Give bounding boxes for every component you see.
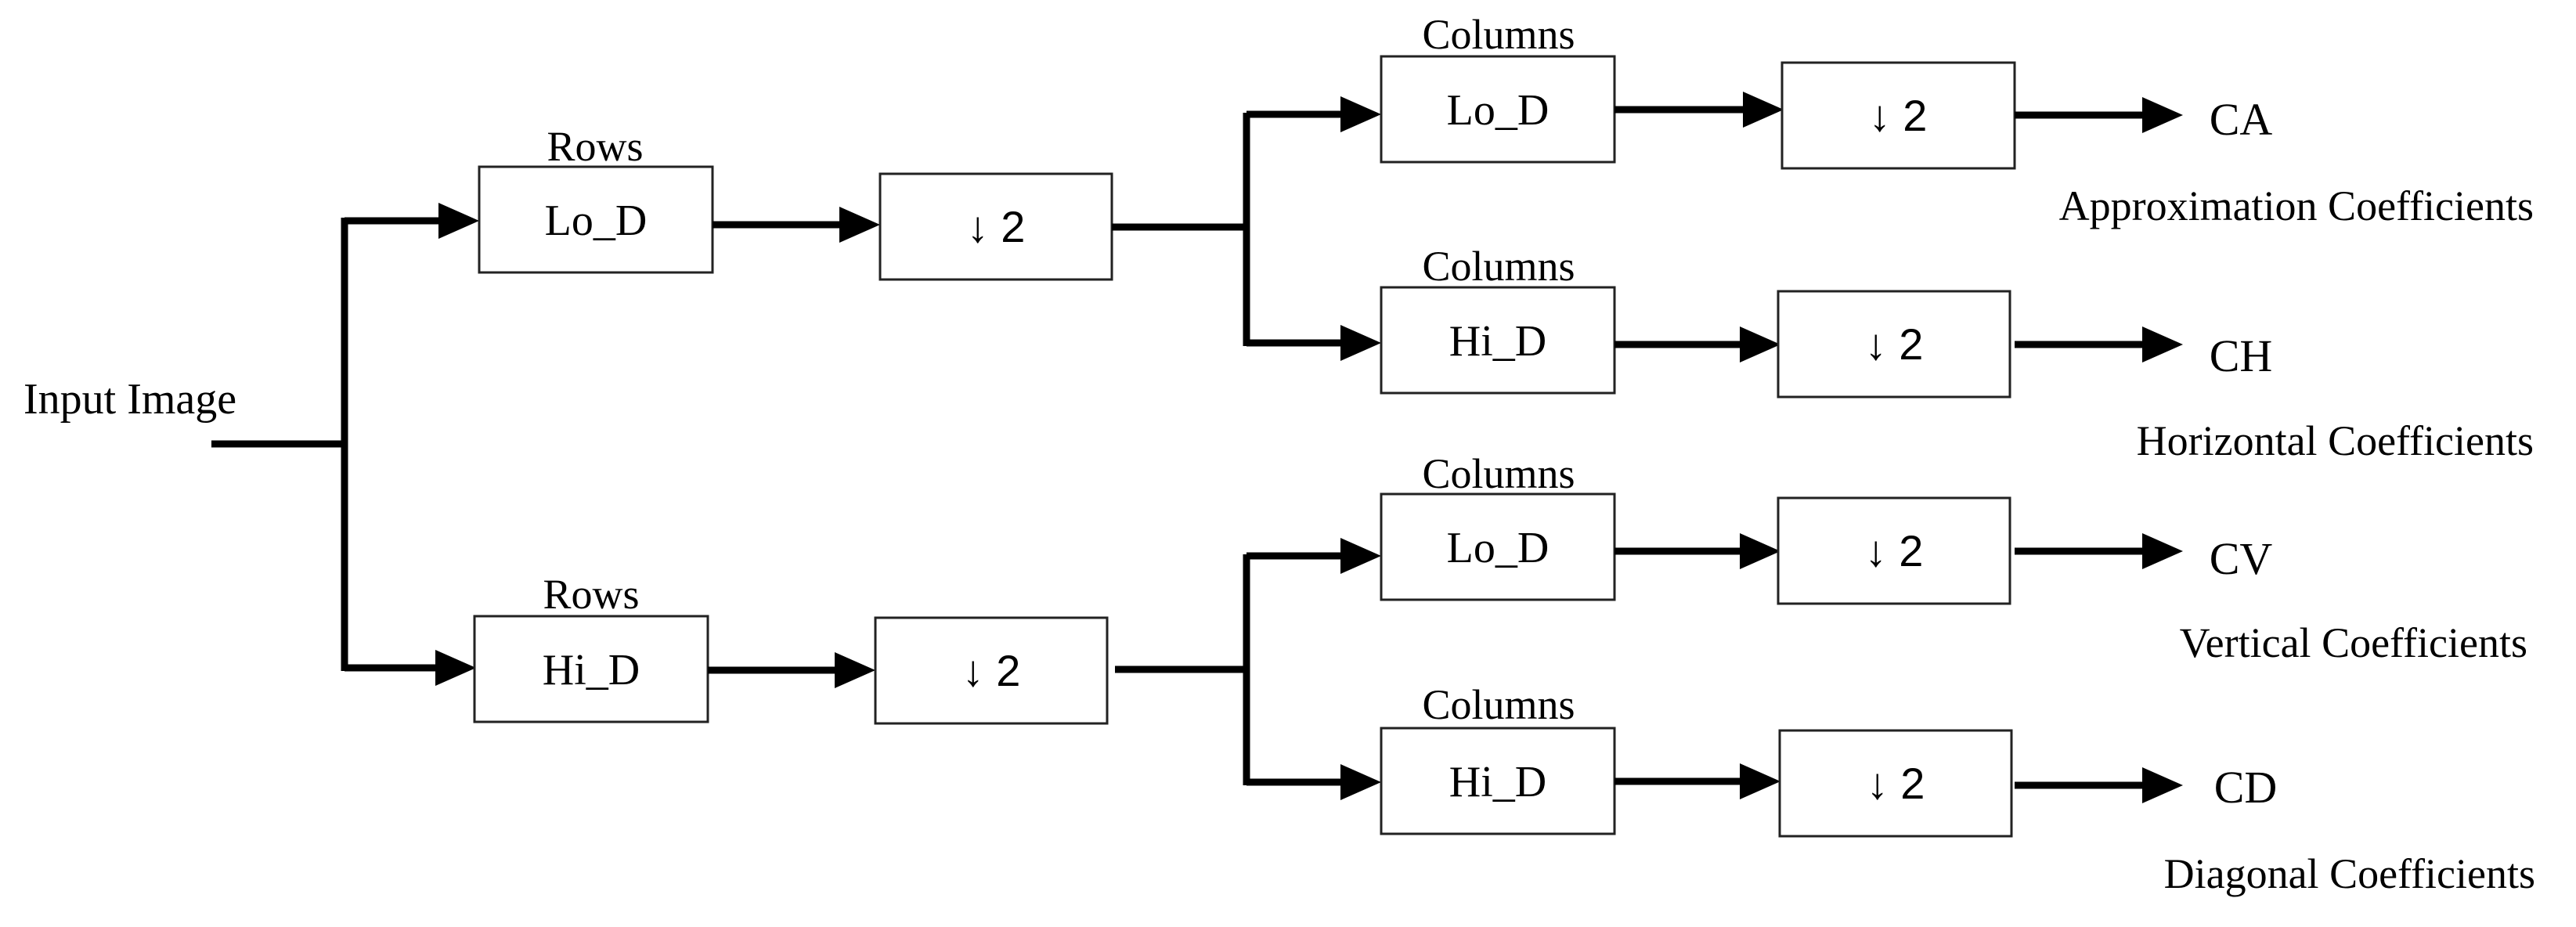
output-ch-label: CH bbox=[2210, 330, 2273, 381]
arrowhead bbox=[1340, 96, 1381, 132]
col-hi-d-box-ch bbox=[1380, 286, 1616, 395]
arrowhead bbox=[2142, 326, 2183, 363]
col-downsample-box-cd bbox=[1778, 729, 2013, 838]
arrowhead bbox=[1740, 533, 1780, 569]
col-lo-d-label-ca: Lo_D bbox=[1447, 86, 1550, 135]
horizontal-coefficients-label: Horizontal Coefficients bbox=[2137, 417, 2534, 464]
rows-lo-downsample-label: ↓ 2 bbox=[967, 202, 1026, 251]
arrowhead bbox=[1740, 763, 1780, 799]
col-downsample-box-cv bbox=[1777, 496, 2011, 605]
output-cv-label: CV bbox=[2210, 533, 2273, 584]
output-cd-label: CD bbox=[2214, 762, 2278, 813]
col-hi-d-box-cd bbox=[1380, 727, 1616, 835]
diagonal-coefficients-label: Diagonal Coefficients bbox=[2164, 850, 2535, 897]
arrowhead bbox=[438, 203, 479, 239]
col-lo-d-label-cv: Lo_D bbox=[1447, 524, 1550, 572]
arrowhead bbox=[2142, 97, 2183, 133]
col-downsample-label-cd: ↓ 2 bbox=[1867, 759, 1925, 808]
arrowhead bbox=[1740, 326, 1780, 363]
col-downsample-label-ch: ↓ 2 bbox=[1865, 319, 1924, 369]
arrowhead bbox=[1340, 325, 1381, 361]
rows-label-top: Rows bbox=[547, 123, 643, 170]
input-image-label: Input Image bbox=[23, 375, 236, 424]
rows-hi-downsample-label: ↓ 2 bbox=[962, 646, 1021, 695]
rows-hi-d-filter-box bbox=[473, 615, 709, 723]
arrowhead bbox=[1340, 538, 1381, 574]
arrowhead bbox=[2142, 533, 2183, 569]
arrowhead bbox=[2142, 767, 2183, 803]
columns-label-ch: Columns bbox=[1422, 243, 1575, 290]
vertical-coefficients-label: Vertical Coefficients bbox=[2180, 619, 2527, 666]
arrowhead bbox=[1340, 764, 1381, 800]
col-downsample-label-cv: ↓ 2 bbox=[1865, 526, 1924, 575]
col-hi-d-label-cd: Hi_D bbox=[1449, 758, 1546, 806]
arrowhead bbox=[435, 650, 476, 686]
rows-lo-d-filter-box bbox=[478, 165, 714, 274]
col-downsample-box-ch bbox=[1777, 290, 2011, 399]
col-downsample-box-ca bbox=[1780, 61, 2016, 170]
rows-lo-downsample-box bbox=[879, 172, 1113, 281]
rows-hi-downsample-box bbox=[874, 616, 1109, 725]
arrowhead bbox=[835, 652, 875, 688]
rows-label-bottom: Rows bbox=[543, 571, 639, 618]
columns-label-cd: Columns bbox=[1422, 681, 1575, 728]
rows-hi-d-label: Hi_D bbox=[543, 646, 640, 694]
output-ca-label: CA bbox=[2210, 94, 2273, 145]
arrowhead bbox=[839, 207, 880, 243]
col-lo-d-box-cv bbox=[1380, 492, 1616, 601]
col-downsample-label-ca: ↓ 2 bbox=[1869, 91, 1928, 140]
approximation-coefficients-label: Approximation Coefficients bbox=[2059, 182, 2534, 229]
columns-label-cv: Columns bbox=[1422, 450, 1575, 497]
rows-lo-d-label: Lo_D bbox=[545, 197, 648, 245]
col-lo-d-box-ca bbox=[1380, 55, 1616, 164]
col-hi-d-label-ch: Hi_D bbox=[1449, 317, 1546, 366]
columns-label-ca: Columns bbox=[1422, 11, 1575, 58]
arrowhead bbox=[1743, 92, 1784, 128]
